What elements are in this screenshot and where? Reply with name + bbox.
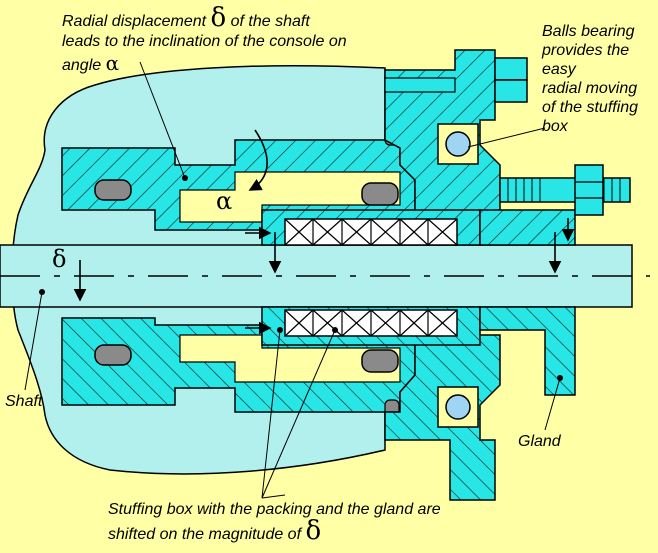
annotation-bottom-line1: Stuffing box with the packing and the gl… — [108, 501, 441, 518]
delta-symbol-top: δ — [210, 3, 227, 33]
gland-stud — [499, 177, 631, 203]
annotation-top-left-text3: angle — [62, 57, 102, 74]
delta-symbol-shaft: δ — [52, 245, 67, 273]
gland-bottom — [479, 306, 576, 396]
balls-bearing-line5: of the stuffing — [542, 99, 639, 116]
balls-bearing-line3: easy — [542, 61, 576, 78]
gland-label: Gland — [518, 433, 561, 450]
annotation-top-left-line3: angle α — [62, 51, 120, 75]
annotation-top-left-text1: Radial displacement — [62, 13, 207, 30]
alpha-symbol-angle: α — [216, 187, 233, 215]
bearing-ball-bottom — [445, 394, 471, 420]
balls-bearing-line1: Balls bearing — [542, 23, 635, 40]
annotation-top-left: Radial displacement δ of the shaft — [62, 5, 310, 31]
seal-top-right — [361, 182, 399, 206]
gland-nut — [574, 164, 604, 216]
seal-bottom-right — [361, 349, 399, 373]
alpha-symbol-top: α — [105, 51, 120, 75]
packing-top — [284, 218, 458, 246]
bearing-ball-top — [445, 131, 471, 157]
packing-bottom — [284, 309, 458, 337]
balls-bearing-line6: box — [542, 118, 568, 135]
annotation-top-left-line2: leads to the inclination of the console … — [62, 33, 347, 50]
bearing-top-cage — [437, 123, 479, 165]
annotation-bottom-line2: shifted on the magnitude of δ — [108, 518, 321, 544]
balls-bearing-line4: radial moving — [542, 80, 638, 97]
bolt-shank-top — [384, 77, 456, 93]
bolt-head-top — [494, 57, 528, 81]
leader-lines — [24, 61, 561, 499]
balls-bearing-line2: provides the — [542, 42, 630, 59]
annotation-top-left-text1b: of the shaft — [230, 13, 310, 30]
displacement-arrows — [73, 129, 575, 335]
shaft-label: Shaft — [5, 393, 43, 410]
gland-top — [479, 209, 576, 246]
seal-bottom-left — [94, 344, 132, 366]
seal-top-left — [94, 179, 132, 201]
annotation-bottom-text2: shifted on the magnitude of — [108, 526, 302, 543]
delta-symbol-bottom: δ — [305, 516, 322, 546]
